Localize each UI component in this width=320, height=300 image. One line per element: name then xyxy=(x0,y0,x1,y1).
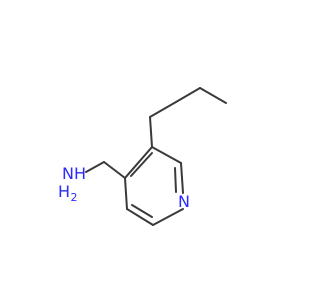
ring-bond-c6-c5 xyxy=(126,208,154,226)
amine-nh-label: NH xyxy=(62,164,86,183)
bond-ch-ch2 xyxy=(149,101,177,118)
structure-diagram: N NH H 2 xyxy=(58,87,227,226)
ring-bond-c3-c2 xyxy=(151,146,182,164)
ring-bond-c2-n xyxy=(180,162,184,194)
molecule-canvas: N NH H 2 xyxy=(58,87,227,226)
amine-subscript-label: 2 xyxy=(71,191,78,204)
bond-ch2-nh2 xyxy=(85,161,105,173)
ring-bond-c4-c3 xyxy=(124,146,153,179)
bond-c4-ch2 xyxy=(103,161,126,179)
ring-bond-n-c6 xyxy=(152,208,184,226)
ring-bond-c5-c4 xyxy=(124,177,128,210)
ring-bond-c6-c5-inner xyxy=(131,204,153,218)
ring-bond-c2-n-inner xyxy=(174,167,177,193)
bond-c-methyl-right xyxy=(199,87,227,104)
bond-ch2-ring xyxy=(149,116,153,148)
ring-bond-c4-c3-inner xyxy=(130,152,153,177)
ring-nitrogen-label: N xyxy=(178,192,190,211)
amine-h-label: H xyxy=(58,182,70,201)
bond-c-methyl-top xyxy=(175,87,201,103)
